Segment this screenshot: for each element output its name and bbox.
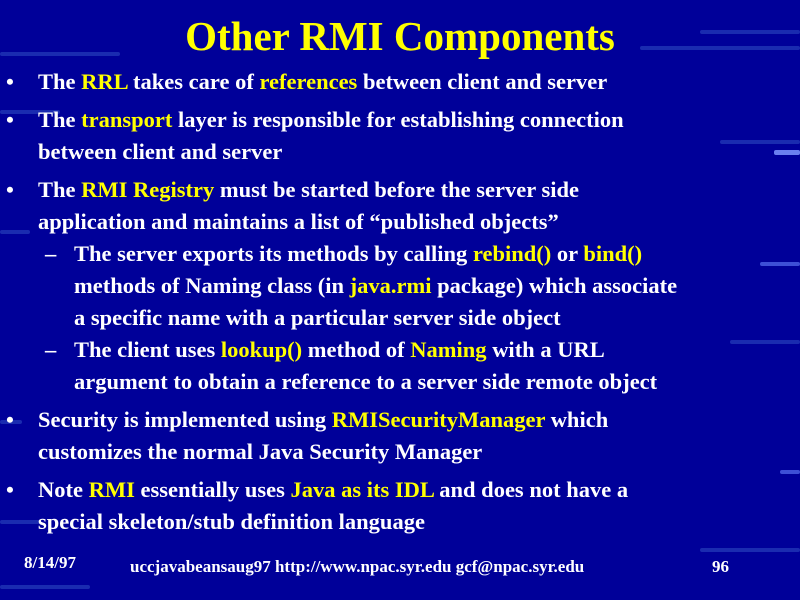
decor-bar <box>0 110 60 114</box>
text-run: package) which associate <box>431 273 678 298</box>
bullet-line: a specific name with a particular server… <box>74 302 800 334</box>
text-run: and does not have a <box>433 477 629 502</box>
text-run: with a URL <box>486 337 605 362</box>
decor-bar <box>774 150 800 155</box>
decor-bar <box>0 585 90 589</box>
decor-bar <box>0 420 22 424</box>
decor-bar <box>730 340 800 344</box>
text-run: or <box>551 241 584 266</box>
bullet-item: • Note RMI essentially uses Java as its I… <box>0 474 800 538</box>
highlight-text: transport <box>81 107 173 132</box>
text-run: argument to obtain a reference to a serv… <box>74 369 658 394</box>
decor-bar <box>0 520 40 524</box>
text-run: a specific name with a particular server… <box>74 305 561 330</box>
highlight-text: java.rmi <box>349 273 432 298</box>
text-run: customizes the normal Java Security Mana… <box>38 439 483 464</box>
footer-info: uccjavabeansaug97 http://www.npac.syr.ed… <box>130 557 585 576</box>
decor-bar <box>0 52 120 56</box>
text-run: method of <box>302 337 411 362</box>
text-run: The <box>38 69 82 94</box>
text-run: which <box>545 407 609 432</box>
text-run: takes care of <box>127 69 260 94</box>
highlight-text: references <box>259 69 358 94</box>
page-number: 96 <box>712 557 729 576</box>
highlight-text: RMISecurityManager <box>331 407 546 432</box>
bullet-line: argument to obtain a reference to a serv… <box>74 366 800 398</box>
bullet-line: The RRL takes care of references between… <box>38 66 800 98</box>
highlight-text: rebind() <box>472 241 552 266</box>
text-run: between client and server <box>357 69 608 94</box>
highlight-text: RMI Registry <box>81 177 215 202</box>
bullet-line: customizes the normal Java Security Mana… <box>38 436 800 468</box>
text-run: application and maintains a list of “pub… <box>38 209 559 234</box>
decor-bar <box>700 548 800 552</box>
bullet-marker: • <box>6 177 14 202</box>
bullet-marker: • <box>6 407 14 432</box>
bullet-line: between client and server <box>38 136 800 168</box>
bullet-marker: • <box>6 69 14 94</box>
bullet-line: application and maintains a list of “pub… <box>38 206 800 238</box>
highlight-text: lookup() <box>220 337 303 362</box>
text-run: special skeleton/stub definition languag… <box>38 509 425 534</box>
highlight-text: RMI <box>88 477 135 502</box>
bullet-line: special skeleton/stub definition languag… <box>38 506 800 538</box>
bullet-line: methods of Naming class (in java.rmi pac… <box>74 270 800 302</box>
highlight-text: Java as its IDL <box>290 477 434 502</box>
decor-bar <box>700 30 800 34</box>
footer-date: 8/14/97 <box>24 553 76 572</box>
highlight-text: bind() <box>583 241 643 266</box>
highlight-text: RRL <box>81 69 128 94</box>
bullet-line: The transport layer is responsible for e… <box>38 104 800 136</box>
text-run: essentially uses <box>134 477 291 502</box>
text-run: must be started before the server side <box>214 177 579 202</box>
bullet-item: • Security is implemented using RMISecuri… <box>0 404 800 468</box>
bullet-marker: • <box>6 477 14 502</box>
decor-bar <box>760 262 800 266</box>
bullet-item: • The RMI Registry must be started before… <box>0 174 800 238</box>
text-run: Note <box>38 477 89 502</box>
bullet-list: • The RRL takes care of references betwee… <box>0 66 800 538</box>
bullet-line: Security is implemented using RMISecurit… <box>38 404 800 436</box>
bullet-line: The client uses lookup() method of Namin… <box>74 334 800 366</box>
sub-bullet-marker: – <box>45 241 57 266</box>
text-run: The <box>38 177 82 202</box>
decor-bar <box>640 46 800 50</box>
sub-bullet-marker: – <box>45 337 57 362</box>
bullet-line: The RMI Registry must be started before … <box>38 174 800 206</box>
text-run: The <box>38 107 82 132</box>
text-run: The client uses <box>74 337 221 362</box>
decor-bar <box>720 140 800 144</box>
bullet-line: The server exports its methods by callin… <box>74 238 800 270</box>
text-run: between client and server <box>38 139 283 164</box>
slide-title: Other RMI Components <box>185 13 615 59</box>
text-run: The server exports its methods by callin… <box>74 241 473 266</box>
text-run: methods of Naming class (in <box>74 273 350 298</box>
sub-bullet-item: –The server exports its methods by calli… <box>0 238 800 334</box>
text-run: Security is implemented using <box>38 407 332 432</box>
bullet-marker: • <box>6 107 14 132</box>
bullet-item: • The RRL takes care of references betwee… <box>0 66 800 98</box>
decor-bar <box>0 230 30 234</box>
text-run: layer is responsible for establishing co… <box>172 107 624 132</box>
decor-bar <box>780 470 800 474</box>
highlight-text: Naming <box>410 337 487 362</box>
bullet-item: • The transport layer is responsible for … <box>0 104 800 168</box>
bullet-line: Note RMI essentially uses Java as its ID… <box>38 474 800 506</box>
sub-bullet-item: –The client uses lookup() method of Nami… <box>0 334 800 398</box>
